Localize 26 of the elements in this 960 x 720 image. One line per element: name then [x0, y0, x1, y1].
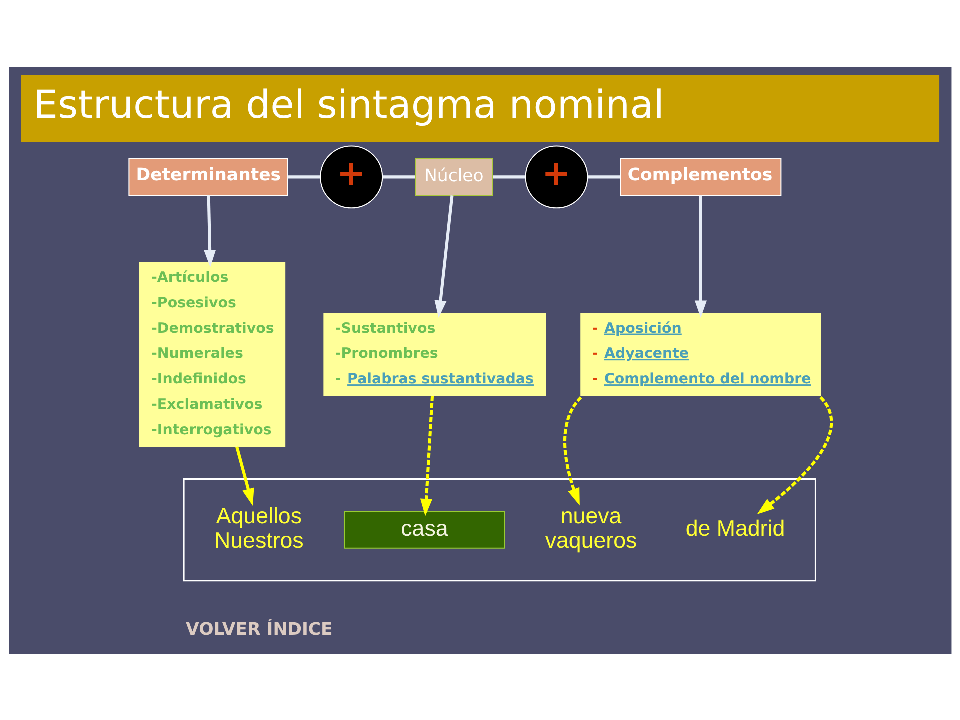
arrow — [694, 195, 707, 318]
connector — [382, 175, 415, 178]
node-text: Aquellos Nuestros — [214, 503, 304, 552]
node-text: de Madrid — [685, 515, 785, 540]
node-box: -Sustantivos -Pronombres - Palabras sustantivadas — [323, 312, 546, 396]
cluster — [182, 478, 816, 582]
diagram-title: Estructura del sintagma nominal — [33, 82, 664, 128]
node-box: Determinantes — [128, 158, 288, 196]
node-box: - Aposición - Adyacente - Complemento del nombre — [580, 312, 821, 396]
arrow — [204, 195, 216, 267]
connector — [587, 175, 620, 178]
node-box: Núcleo — [414, 158, 493, 196]
node-box: -Artículos -Posesivos -Demostrativos -Numerales -Indefinidos -Exclamativos -Interrogativos — [138, 262, 286, 447]
arrow — [563, 396, 582, 506]
arrow — [420, 396, 434, 516]
arrow — [756, 396, 833, 514]
arrow — [235, 446, 254, 506]
node-circle: + — [320, 145, 383, 208]
node-text: nueva vaqueros — [544, 503, 637, 552]
connector — [287, 175, 320, 178]
node-box: Complementos — [620, 158, 782, 196]
connector — [492, 175, 525, 178]
arrow — [434, 195, 454, 318]
label: VOLVER ÍNDICE — [186, 619, 332, 640]
node-circle: + — [524, 145, 588, 208]
node-box: casa — [343, 510, 505, 548]
